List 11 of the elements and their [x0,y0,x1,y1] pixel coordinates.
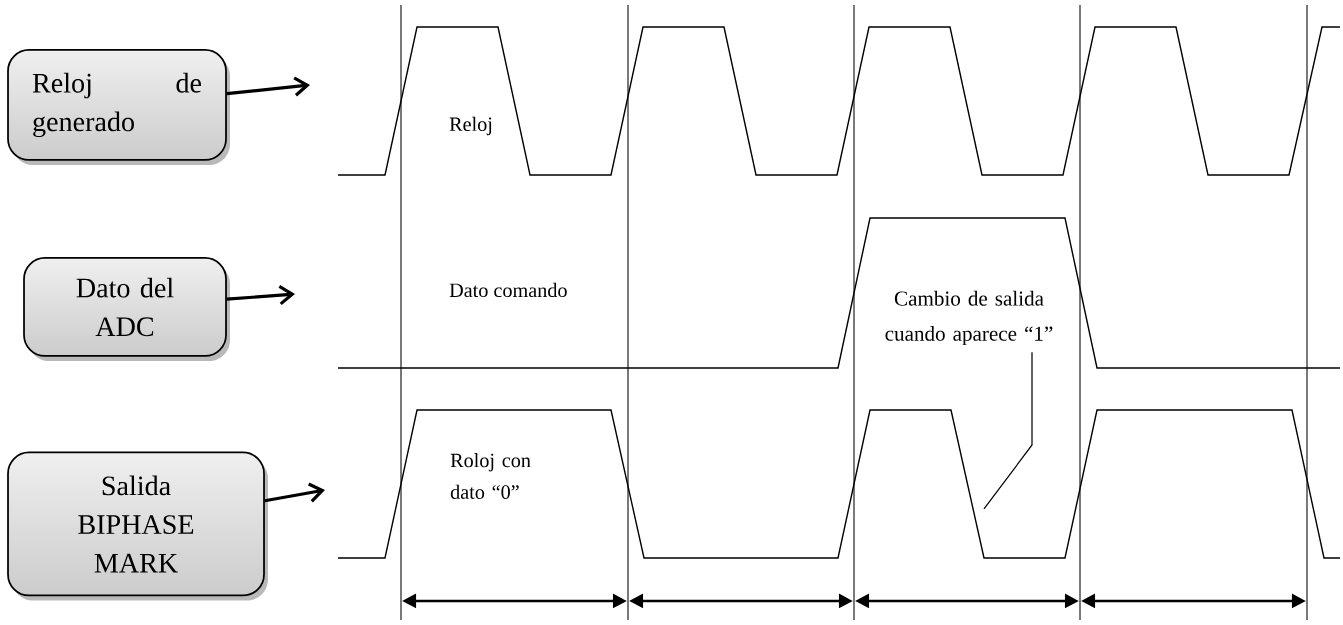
leader-line [983,351,1033,510]
waveform-label: Dato comando [449,282,567,298]
label-box: Salida BIPHASE MARK [7,451,268,601]
arrow [264,482,325,503]
waveform-label: Roloj con dato “0” [450,453,531,499]
arrow [226,76,310,97]
label-box: Dato del ADC [23,257,230,361]
waveform-label: Reloj [449,116,492,136]
annotation-text: Cambio de salida cuando aparece “1” [885,290,1053,346]
label-box: Reloj de generado [7,49,230,165]
arrow [226,285,295,306]
